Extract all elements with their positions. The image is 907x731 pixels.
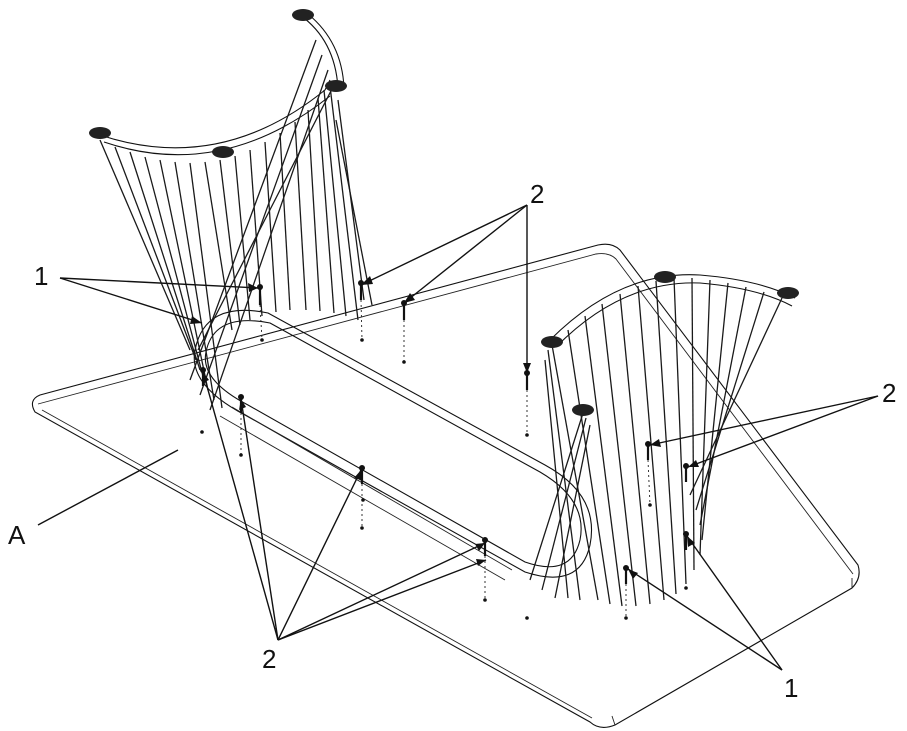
screws — [200, 280, 689, 620]
label-part-2-right: 2 — [882, 378, 896, 408]
oval-frame — [193, 309, 593, 581]
leader-lines — [37, 204, 879, 671]
label-part-2-top: 2 — [530, 179, 544, 209]
right-leg-feet — [541, 271, 799, 416]
label-part-2-bottom: 2 — [262, 644, 276, 674]
label-part-1-upper: 1 — [34, 261, 48, 291]
left-leg-feet — [89, 9, 347, 158]
right-leg — [529, 271, 799, 607]
callout-labels: 1 2 2 2 1 A — [8, 179, 896, 703]
arrowheads — [190, 276, 699, 579]
label-part-1-lower: 1 — [784, 673, 798, 703]
table-top — [31, 243, 860, 728]
left-leg — [89, 9, 373, 411]
label-part-a: A — [8, 520, 26, 550]
